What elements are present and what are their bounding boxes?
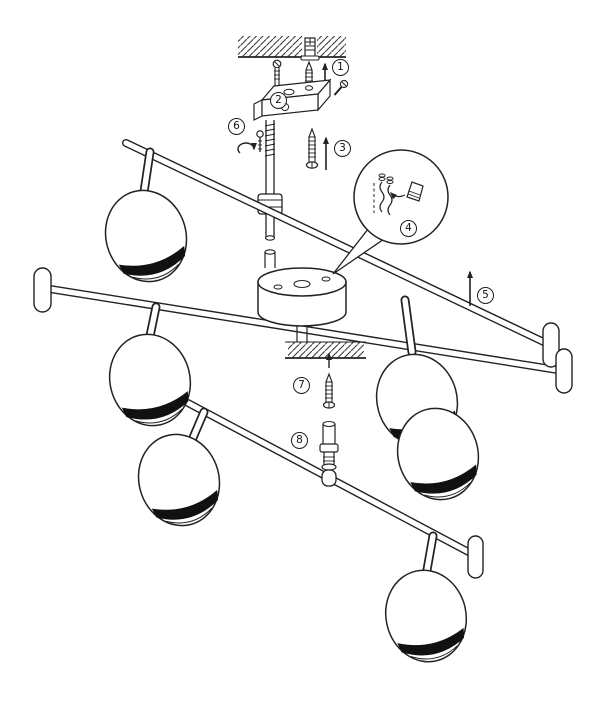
step-label-7-text: 7 (298, 379, 305, 392)
ceiling-cutout-section (285, 326, 366, 359)
lamp-stem-lower-left (187, 407, 209, 445)
canopy-screw-hole-left (273, 284, 283, 290)
step-label-4-text: 4 (405, 222, 412, 235)
step-label-1: 1 (332, 59, 349, 76)
step-label-1-text: 1 (337, 61, 344, 74)
lamp-stem-bottom-right (422, 531, 438, 575)
lamp-stem-top-left (139, 147, 155, 197)
canopy-screw-hole-right (321, 276, 331, 282)
step-label-2: 2 (270, 92, 287, 109)
lamp-head-top-left (94, 180, 198, 292)
bracket-screw-icon (333, 79, 349, 96)
bar-pivot-stub (321, 469, 337, 487)
canopy-stud (264, 249, 276, 268)
bar-end-cap-bottom (467, 535, 484, 579)
threaded-rod (264, 120, 276, 241)
step-label-7: 7 (293, 377, 310, 394)
wire-icon (373, 173, 394, 216)
ceiling-section (238, 36, 346, 58)
step-label-5-text: 5 (482, 289, 489, 302)
eye-screw-icon (256, 130, 264, 152)
step-label-3: 3 (334, 140, 351, 157)
step-label-2-text: 2 (275, 94, 282, 107)
bar-top (122, 139, 554, 349)
bar-end-cap-right-middle (555, 348, 573, 394)
lamp-stem-mid-left (145, 302, 161, 341)
wall-anchor-icon (300, 37, 320, 61)
lamp-head-bottom-right (375, 561, 477, 671)
step-label-5: 5 (477, 287, 494, 304)
wiring-callout-bubble (332, 149, 449, 275)
lamp-stem-mid-right (400, 295, 417, 357)
step-label-4: 4 (400, 220, 417, 237)
step-label-8: 8 (291, 432, 308, 449)
lamp-head-mid-left (99, 324, 201, 436)
pivot-coupler-icon (319, 420, 339, 471)
rotation-arrow-icon (237, 142, 257, 154)
step-label-8-text: 8 (296, 434, 303, 447)
long-screw-icon (305, 127, 319, 169)
canopy (257, 267, 347, 327)
wire-connector-icon (389, 181, 424, 202)
step-label-6: 6 (228, 118, 245, 135)
canopy-center-hole (293, 279, 311, 289)
pivot-screw-icon (322, 372, 336, 409)
step-label-3-text: 3 (339, 142, 346, 155)
mounting-bracket (253, 78, 332, 121)
bar-end-cap-left (33, 267, 52, 313)
lamp-head-lower-left (127, 424, 231, 536)
bar-end-cap-right-top (542, 322, 560, 368)
step-label-6-text: 6 (233, 120, 240, 133)
